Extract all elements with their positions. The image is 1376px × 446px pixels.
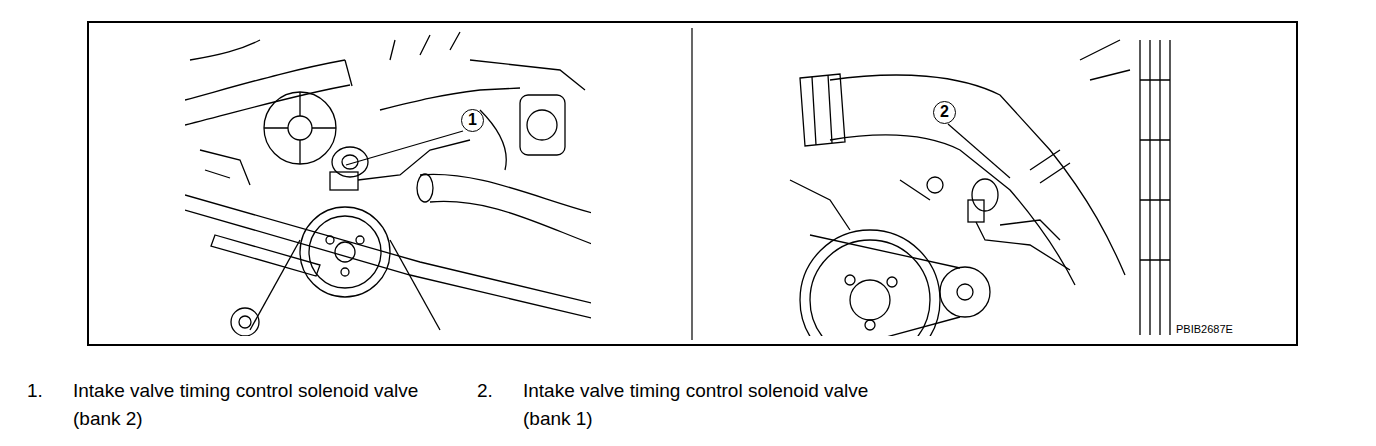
figure-frame [88, 22, 1297, 345]
part-name: Intake valve timing control solenoid val… [523, 377, 901, 433]
engine-view-bank2 [185, 32, 591, 336]
leader-line [346, 131, 463, 165]
figure-code: PBIB2687E [1176, 322, 1233, 336]
item-number: 2. [477, 377, 493, 405]
part-name: Intake valve timing control solenoid val… [73, 377, 451, 433]
engine-view-bank1 [790, 40, 1170, 336]
leader-lines [346, 124, 1010, 178]
item-number: 1. [27, 377, 43, 405]
callout-number: 1 [461, 109, 484, 132]
panel-divider [691, 28, 692, 340]
callout-number: 2 [933, 101, 956, 124]
leader-line [948, 124, 1010, 178]
